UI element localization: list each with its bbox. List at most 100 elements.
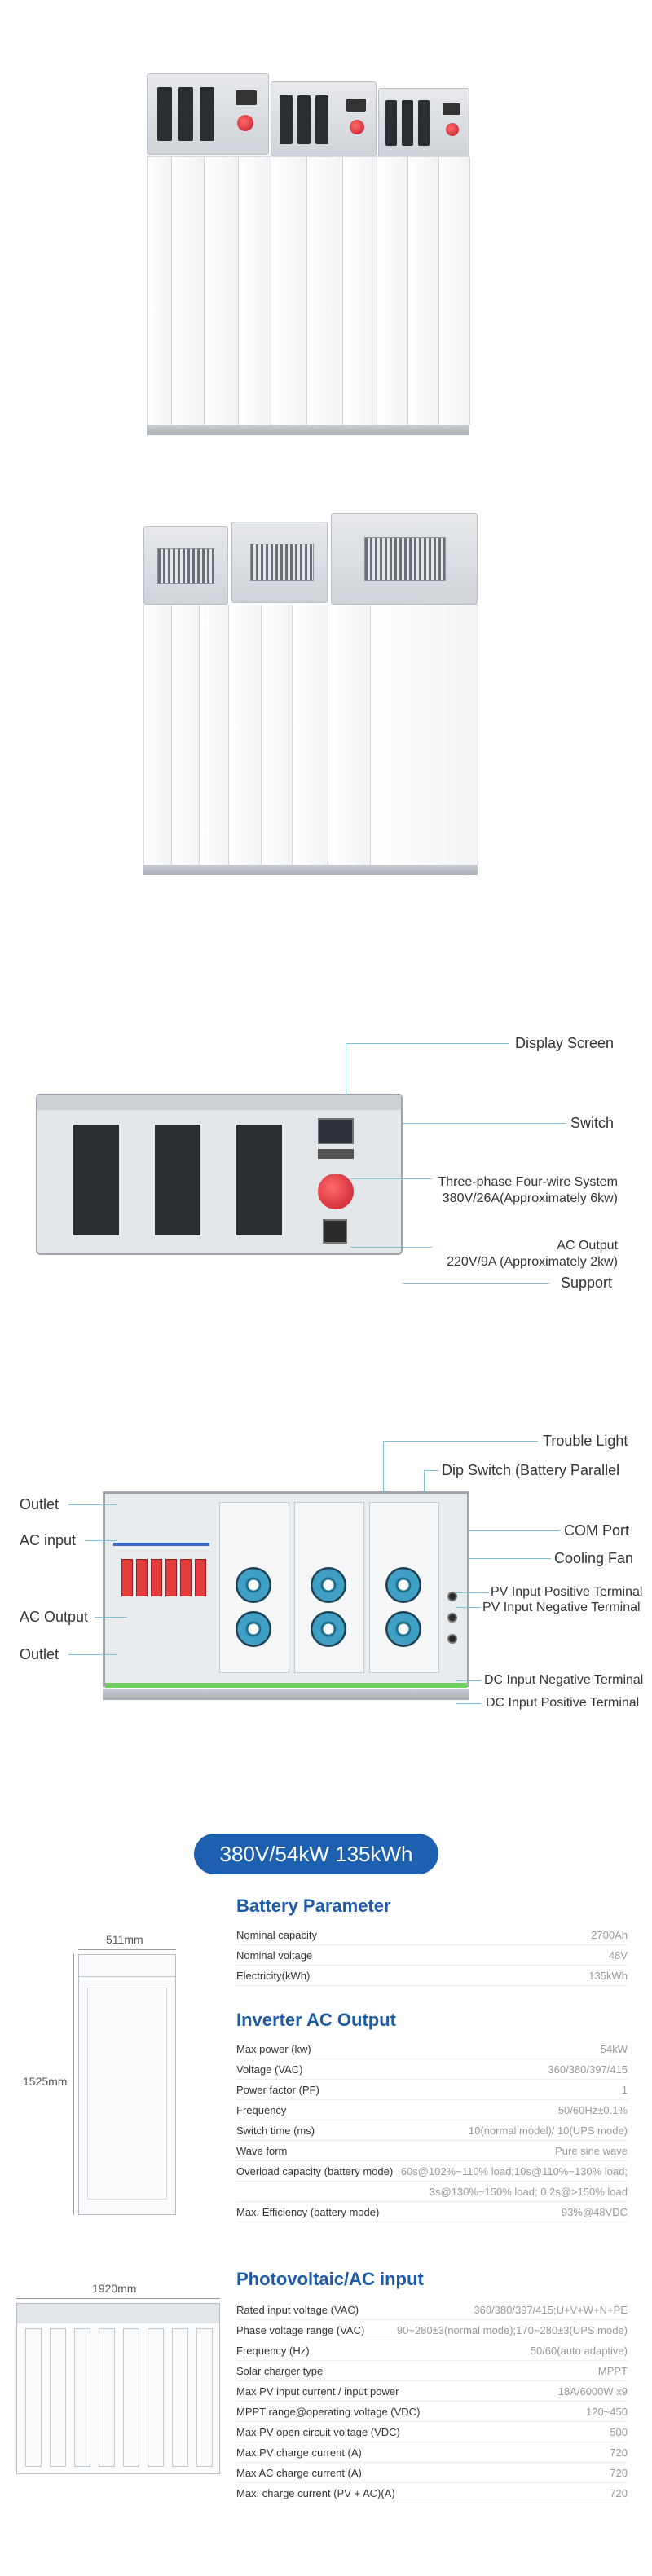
label-outlet-bottom: Outlet [20, 1646, 59, 1662]
spec-value: 1 [621, 2084, 628, 2096]
dimension-height: 1525mm [23, 2075, 68, 2088]
label-trouble-light: Trouble Light [543, 1433, 628, 1449]
label-switch: Switch [570, 1115, 615, 1131]
spec-key: Max PV open circuit voltage (VDC) [236, 2426, 400, 2438]
spec-value: 360/380/397/415 [548, 2063, 628, 2076]
label-dip-switch: Dip Switch (Battery Parallel [442, 1462, 620, 1478]
label-dc-negative: DC Input Negative Terminal [484, 1673, 644, 1687]
spec-value: 720 [610, 2467, 628, 2479]
spec-key: Nominal voltage [236, 1949, 313, 1962]
interior-diagram: Trouble Light Dip Switch (Battery Parall… [0, 1418, 652, 1744]
spec-key: Switch time (ms) [236, 2125, 315, 2137]
spec-value: MPPT [597, 2365, 628, 2377]
spec-row: Max. charge current (PV + AC)(A) 720 [236, 2483, 628, 2503]
spec-key: Max PV charge current (A) [236, 2446, 362, 2459]
spec-value: 54kW [600, 2043, 628, 2055]
product-image-rear [130, 505, 522, 888]
spec-row: Nominal voltage 48V [236, 1945, 628, 1966]
spec-row: Electricity(kWh)135kWh [236, 1966, 628, 1986]
cooling-fan-4 [311, 1611, 346, 1647]
three-phase-socket [318, 1174, 354, 1209]
front-panel [36, 1094, 403, 1255]
spec-row: Switch time (ms)10(normal model)/ 10(UPS… [236, 2120, 628, 2141]
label-ac-output-1: AC Output [557, 1239, 618, 1253]
spec-row: Rated input voltage (VAC) 360/380/397/415… [236, 2300, 628, 2320]
spec-value: 720 [610, 2446, 628, 2459]
spec-row: Max AC charge current (A) 720 [236, 2463, 628, 2483]
spec-row: Nominal capacity 2700Ah [236, 1925, 628, 1945]
spec-key: Wave form [236, 2145, 288, 2157]
spec-value: Pure sine wave [555, 2145, 628, 2157]
spec-key: Frequency [236, 2104, 287, 2116]
dimension-length: 1920mm [92, 2282, 137, 2295]
rear-unit-1 [143, 526, 228, 605]
label-com-port: COM Port [564, 1522, 630, 1539]
label-ac-input: AC input [20, 1532, 77, 1548]
spec-value: 50/60Hz±0.1% [557, 2104, 628, 2116]
spec-row: Max PV input current / input power 18A/60… [236, 2381, 628, 2402]
display-screen [318, 1118, 354, 1144]
spec-value: 120~450 [586, 2406, 628, 2418]
spec-row: Voltage (VAC) 360/380/397/415 [236, 2059, 628, 2080]
spec-key: Frequency (Hz) [236, 2345, 310, 2357]
spec-key: Max PV input current / input power [236, 2385, 399, 2398]
cooling-fan-3 [311, 1567, 346, 1603]
spec-key: Phase voltage range (VAC) [236, 2324, 365, 2336]
spec-row: MPPT range@operating voltage (VDC) 120~45… [236, 2402, 628, 2422]
spec-key: Power factor (PF) [236, 2084, 319, 2096]
spec-key: Nominal capacity [236, 1929, 317, 1941]
side-view-sketch [78, 1954, 176, 2215]
spec-key: Voltage (VAC) [236, 2063, 303, 2076]
label-cooling-fan: Cooling Fan [554, 1550, 634, 1566]
spec-value: 2700Ah [591, 1929, 628, 1941]
spec-value: 720 [610, 2487, 628, 2499]
cooling-fan-5 [385, 1567, 421, 1603]
inverter-ac-output-title: Inverter AC Output [236, 2010, 396, 2030]
label-three-phase-1: Three-phase Four-wire System [438, 1175, 618, 1189]
ac-outlet [323, 1219, 347, 1244]
label-support: Support [561, 1275, 613, 1291]
spec-key: MPPT range@operating voltage (VDC) [236, 2406, 421, 2418]
label-dc-positive: DC Input Positive Terminal [486, 1696, 640, 1710]
top-view-sketch [16, 2303, 220, 2474]
spec-row: Max. Efficiency (battery mode) 93%@48VDC [236, 2202, 628, 2222]
cooling-fan-1 [236, 1567, 271, 1603]
label-ac-output-2: 220V/9A (Approximately 2kw) [447, 1255, 618, 1269]
inverter-unit-1 [147, 73, 269, 155]
label-pv-positive: PV Input Positive Terminal [491, 1585, 643, 1599]
rear-unit-2 [231, 522, 328, 603]
spec-value: 18A/6000W x9 [557, 2385, 628, 2398]
spec-row: Max PV open circuit voltage (VDC) 500 [236, 2422, 628, 2442]
spec-key: Solar charger type [236, 2365, 324, 2377]
spec-row: Frequency 50/60Hz±0.1% [236, 2100, 628, 2120]
cooling-fan-2 [236, 1611, 271, 1647]
spec-value: 500 [610, 2426, 628, 2438]
spec-row: Overload capacity (battery mode)60s@102%… [236, 2161, 628, 2182]
spec-value: 93%@48VDC [561, 2206, 628, 2218]
spec-key: Max. charge current (PV + AC)(A) [236, 2487, 395, 2499]
spec-row: 3s@130%~150% load; 0.2s@>150% load [236, 2182, 628, 2202]
label-display-screen: Display Screen [515, 1035, 615, 1051]
spec-row: Phase voltage range (VAC) 90~280±3(normal… [236, 2320, 628, 2340]
model-badge: 380V/54kW 135kWh [194, 1834, 438, 1874]
spec-key: Max. Efficiency (battery mode) [236, 2206, 380, 2218]
label-outlet-top: Outlet [20, 1496, 59, 1513]
spec-key: Max AC charge current (A) [236, 2467, 362, 2479]
spec-row: Wave form Pure sine wave [236, 2141, 628, 2161]
spec-value: 3s@130%~150% load; 0.2s@>150% load [429, 2186, 628, 2198]
spec-value: 360/380/397/415;U+V+W+N+PE [474, 2304, 628, 2316]
label-pv-negative: PV Input Negative Terminal [482, 1601, 641, 1614]
product-image-front [130, 65, 522, 456]
inverter-unit-3 [378, 88, 469, 158]
cooling-fan-6 [385, 1611, 421, 1647]
spec-row: Power factor (PF) 1 [236, 2080, 628, 2100]
battery-cabinet-front [147, 156, 470, 425]
spec-row: Solar charger type MPPT [236, 2361, 628, 2381]
spec-key: Rated input voltage (VAC) [236, 2304, 359, 2316]
spec-row: Frequency (Hz) 50/60(auto adaptive) [236, 2340, 628, 2361]
battery-parameter-title: Battery Parameter [236, 1896, 391, 1916]
rear-unit-3 [331, 513, 478, 605]
spec-value: 48V [608, 1949, 628, 1962]
spec-value: 50/60(auto adaptive) [530, 2345, 628, 2357]
spec-value: 90~280±3(normal mode);170~280±3(UPS mode… [396, 2324, 628, 2336]
